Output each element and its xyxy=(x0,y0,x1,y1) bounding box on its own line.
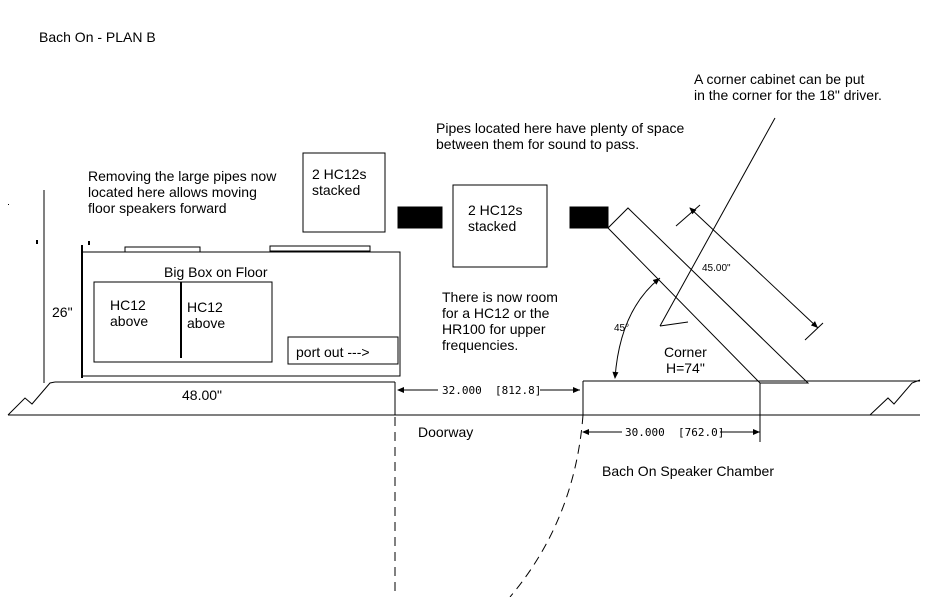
dim-32-label: 32.000 [812.8] xyxy=(442,384,542,397)
note-removing-pipes: Removing the large pipes now located her… xyxy=(88,168,277,216)
dim-30-label: 30.000 [762.0] xyxy=(625,426,725,439)
dim-48-label: 48.00" xyxy=(182,387,223,403)
pipe-slot-right xyxy=(269,245,371,252)
big-box-label: Big Box on Floor xyxy=(164,264,268,280)
hc12s-left-label: 2 HC12s stacked xyxy=(312,166,367,198)
note-room-for: There is now room for a HC12 or the HR10… xyxy=(442,289,558,353)
hc12-above-right-label: HC12 above xyxy=(187,299,226,331)
chamber-label: Bach On Speaker Chamber xyxy=(602,463,774,479)
port-out-box xyxy=(287,336,399,365)
hc12s-box-center xyxy=(452,184,548,268)
diag-dim-line xyxy=(689,207,819,329)
black-block-left xyxy=(397,206,443,229)
port-out-label: port out ---> xyxy=(296,344,370,360)
angle-45-label: 45° xyxy=(614,323,630,334)
stray-dot xyxy=(88,241,90,245)
stray-dot xyxy=(8,204,9,205)
big-box-outline xyxy=(82,251,401,377)
dim-45-diag-label: 45.00" xyxy=(702,263,731,274)
door-swing-arc xyxy=(509,414,584,597)
hc12s-box-left xyxy=(302,152,386,233)
black-block-right xyxy=(569,206,609,229)
diag-ext-1 xyxy=(675,204,701,227)
hc12-inner-box xyxy=(93,281,273,363)
pipe-slot-left xyxy=(124,246,201,253)
hc12s-center-label: 2 HC12s stacked xyxy=(468,202,523,234)
page-title: Bach On - PLAN B xyxy=(39,29,156,45)
corner-label: Corner H=74" xyxy=(664,344,707,376)
diag-ext-2 xyxy=(804,322,824,341)
corner-angled-cabinet xyxy=(607,207,810,384)
stray-dot xyxy=(36,240,38,244)
hc12-above-left-label: HC12 above xyxy=(110,297,149,329)
break-symbol-left xyxy=(7,381,56,416)
angle-arc xyxy=(612,277,661,379)
note-corner-cabinet: A corner cabinet can be put in the corne… xyxy=(694,71,882,103)
pointer-tick xyxy=(659,321,689,327)
doorway-label: Doorway xyxy=(418,424,474,440)
pointer-line xyxy=(659,117,776,327)
break-symbol-right xyxy=(869,379,921,416)
dim-26-label: 26" xyxy=(52,304,73,320)
note-pipes-space: Pipes located here have plenty of space … xyxy=(436,120,685,152)
